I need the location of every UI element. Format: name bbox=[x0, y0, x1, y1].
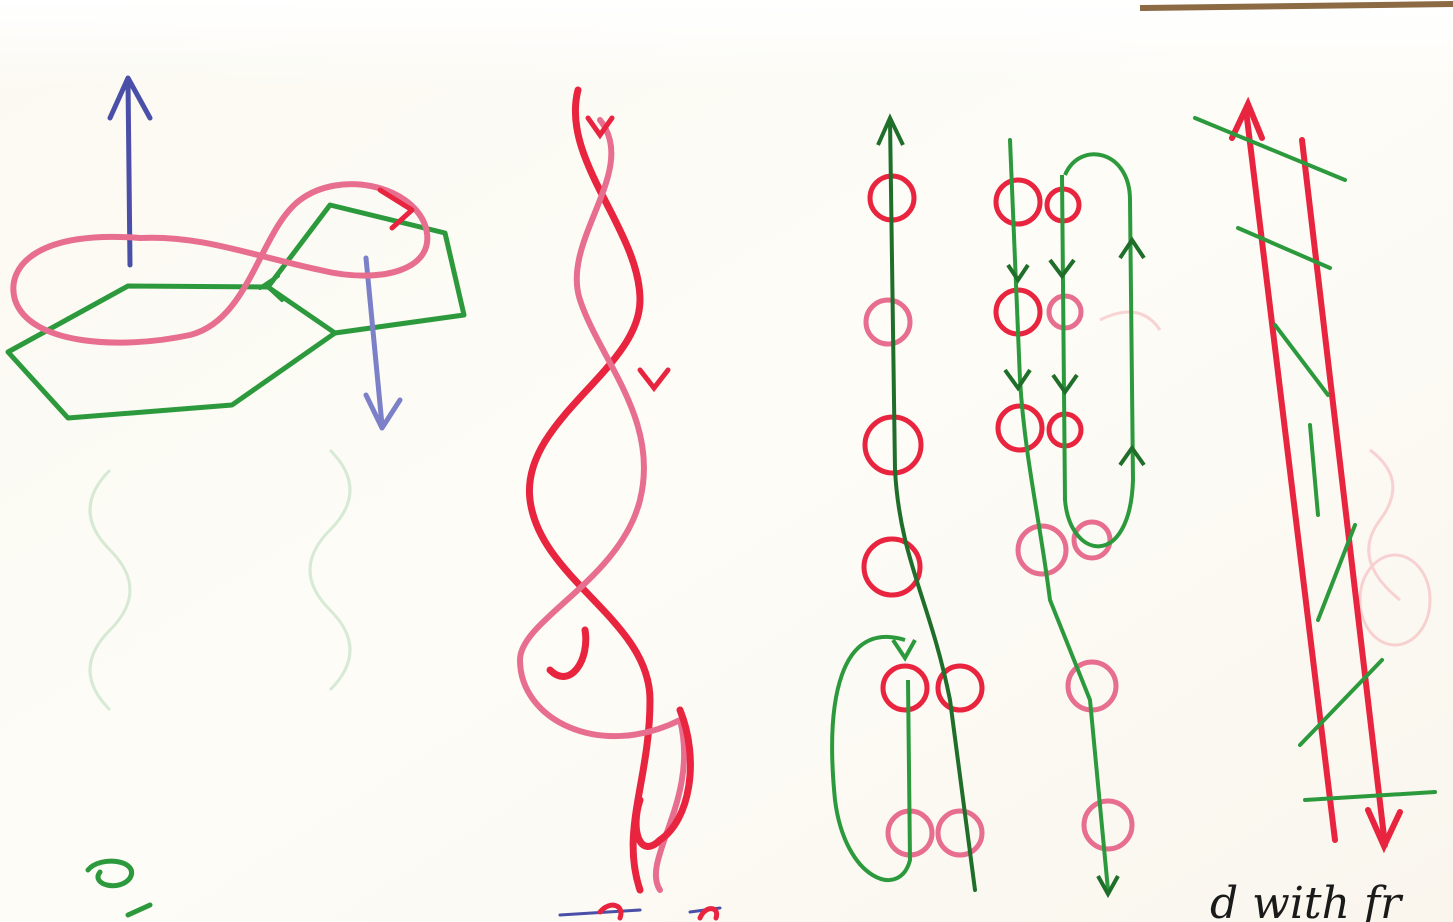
glare-band bbox=[0, 0, 1453, 90]
handwriting-bottom-right: d with fr bbox=[1210, 878, 1404, 922]
board-frame-edge bbox=[1140, 4, 1453, 8]
